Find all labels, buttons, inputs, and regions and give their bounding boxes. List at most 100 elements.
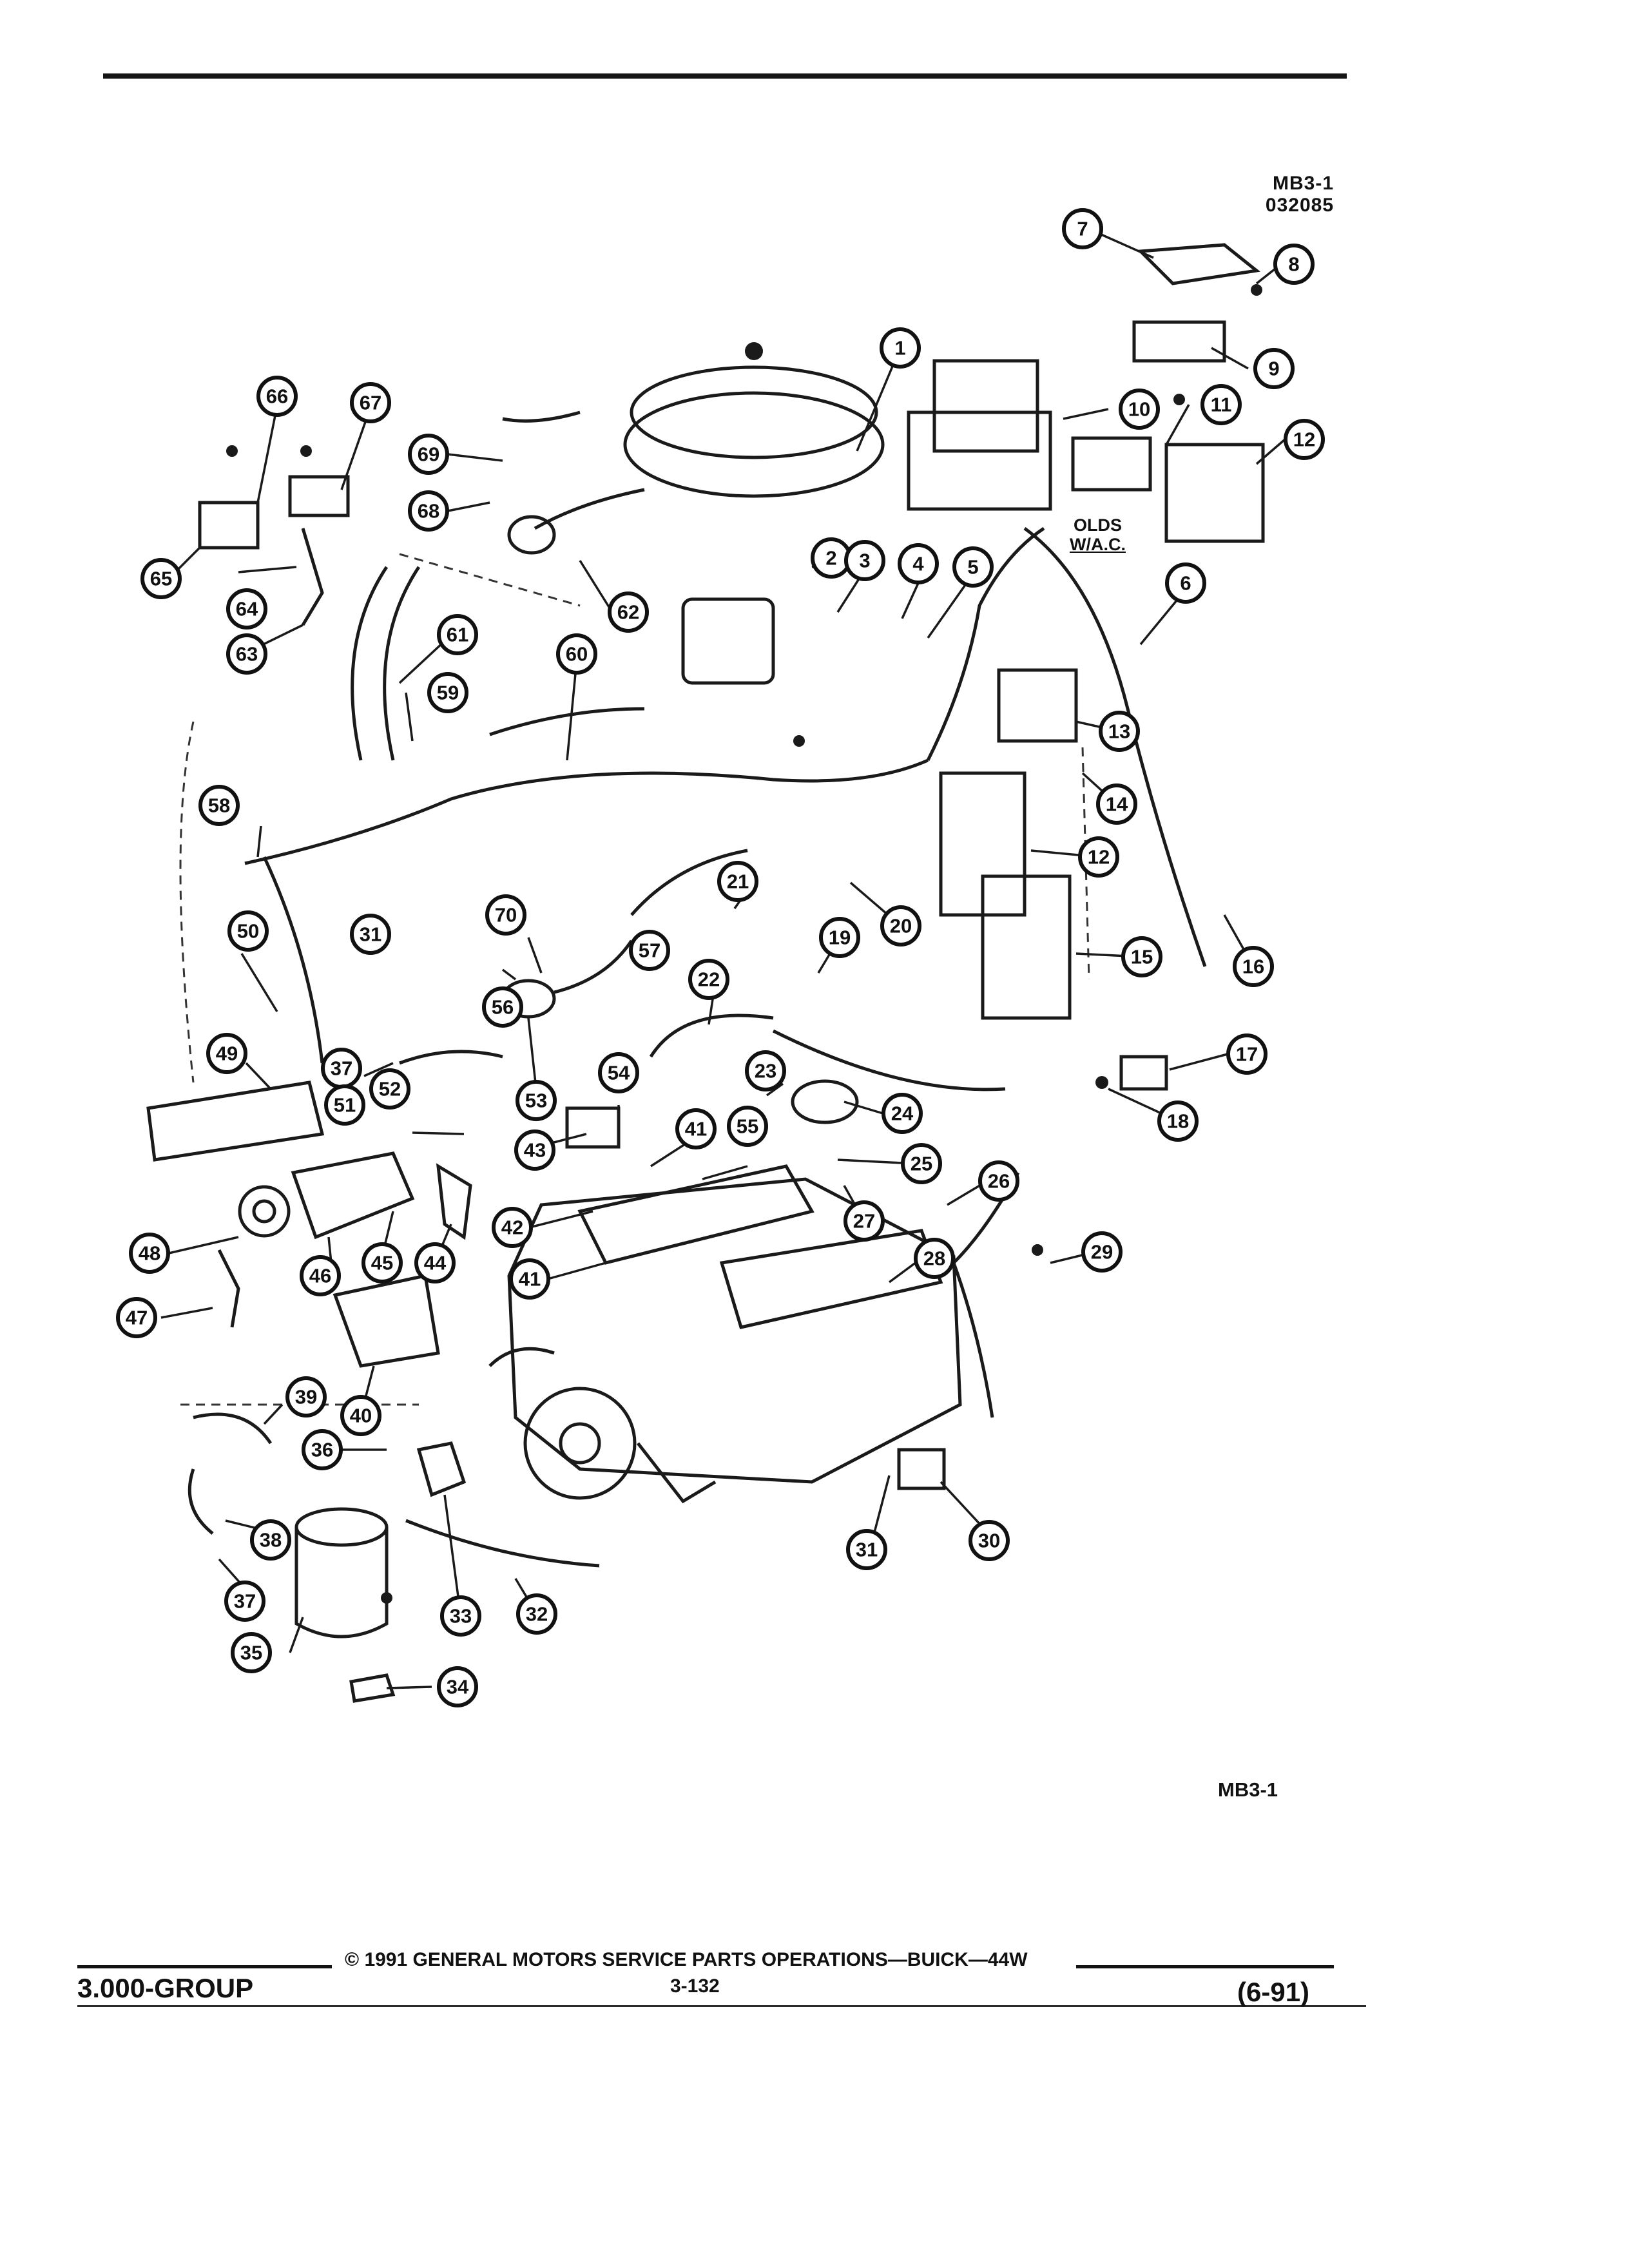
- evap-canister: [294, 1527, 389, 1639]
- oil-filter-adapter: [637, 1442, 717, 1504]
- svg-text:63: 63: [236, 643, 258, 666]
- callout-41-lower: 41: [509, 1258, 550, 1300]
- callout-21: 21: [717, 861, 758, 902]
- callout-40: 40: [340, 1395, 381, 1436]
- relay-upper-left: [288, 475, 350, 517]
- hose-22: [649, 1014, 774, 1058]
- bolt-harness: [793, 735, 805, 747]
- callout-57: 57: [629, 930, 670, 971]
- svg-text:50: 50: [237, 920, 259, 943]
- svg-text:27: 27: [853, 1210, 875, 1233]
- vacuum-hose-31: [262, 856, 324, 1064]
- svg-text:38: 38: [260, 1529, 282, 1552]
- callout-20: 20: [880, 905, 921, 947]
- snorkel-opening: [507, 515, 556, 555]
- callout-51: 51: [324, 1084, 365, 1126]
- callout-31-lower: 31: [846, 1529, 887, 1570]
- callout-38: 38: [250, 1519, 291, 1561]
- bolt-67: [300, 445, 312, 457]
- svg-text:45: 45: [371, 1252, 393, 1274]
- clip-34: [349, 1673, 396, 1703]
- pulley-hub: [252, 1199, 276, 1224]
- callout-2: 2: [811, 537, 852, 579]
- module-harness-connector: [997, 668, 1078, 743]
- air-cleaner-snorkel: [534, 488, 645, 530]
- callout-32: 32: [516, 1593, 557, 1635]
- solenoid-53: [565, 1106, 621, 1149]
- flex-duct-outer: [383, 566, 421, 761]
- svg-text:26: 26: [988, 1170, 1010, 1193]
- valve-cover: [719, 1229, 943, 1329]
- harness-lead-6: [1023, 526, 1207, 967]
- svg-text:22: 22: [698, 968, 720, 991]
- callout-39: 39: [285, 1376, 327, 1418]
- svg-text:28: 28: [923, 1247, 945, 1270]
- svg-text:37: 37: [234, 1590, 256, 1613]
- callout-23: 23: [745, 1050, 786, 1091]
- callout-45: 45: [361, 1242, 403, 1283]
- callout-41-upper: 41: [675, 1108, 717, 1149]
- svg-text:9: 9: [1268, 358, 1279, 380]
- figure-label: MB3-1: [1218, 1778, 1278, 1801]
- svg-text:48: 48: [139, 1242, 160, 1265]
- svg-text:30: 30: [978, 1530, 1000, 1552]
- svg-text:70: 70: [495, 904, 517, 927]
- callout-50: 50: [227, 910, 269, 952]
- callout-52: 52: [369, 1068, 410, 1110]
- svg-text:60: 60: [566, 643, 588, 666]
- wiring-harness-lower: [630, 849, 748, 916]
- egr-valve: [791, 1079, 859, 1124]
- callout-64: 64: [226, 588, 267, 629]
- leader-lines: [160, 231, 1286, 1689]
- svg-text:12: 12: [1293, 428, 1315, 451]
- footer-rule-left: [77, 1965, 332, 1968]
- control-module-upper: [907, 410, 1052, 511]
- svg-text:29: 29: [1091, 1241, 1113, 1264]
- wiring-harness-upper: [489, 707, 645, 736]
- pump-mount: [333, 1274, 440, 1368]
- control-module-grid: [932, 359, 1039, 453]
- svg-text:49: 49: [216, 1043, 238, 1065]
- callout-25: 25: [901, 1143, 942, 1184]
- ref-code: MB3-1: [1272, 173, 1334, 194]
- callout-55: 55: [727, 1106, 768, 1147]
- callout-70: 70: [485, 894, 526, 936]
- svg-text:4: 4: [912, 553, 924, 575]
- intake-manifold: [577, 1164, 815, 1265]
- top-rule: [103, 73, 1347, 79]
- svg-text:44: 44: [424, 1252, 447, 1274]
- callout-59: 59: [427, 672, 468, 713]
- svg-text:62: 62: [617, 601, 639, 624]
- svg-text:36: 36: [311, 1439, 333, 1461]
- svg-text:21: 21: [727, 870, 749, 893]
- svg-text:20: 20: [890, 915, 912, 937]
- callout-44: 44: [414, 1242, 456, 1283]
- svg-text:17: 17: [1236, 1043, 1258, 1066]
- callout-53: 53: [516, 1080, 557, 1121]
- balancer-hub: [559, 1422, 601, 1465]
- callout-35: 35: [231, 1632, 272, 1673]
- svg-text:32: 32: [526, 1603, 548, 1626]
- footer-rule-right: [1076, 1965, 1334, 1968]
- callout-61: 61: [437, 614, 478, 655]
- callout-54: 54: [598, 1052, 639, 1093]
- bolt-8: [1251, 284, 1262, 296]
- hose-26: [952, 1171, 1020, 1418]
- callout-28: 28: [914, 1238, 955, 1279]
- callout-56: 56: [482, 986, 523, 1028]
- svg-text:58: 58: [208, 794, 230, 817]
- olds-ac-note: OLDS W/A.C.: [1070, 515, 1126, 554]
- olds-note-line2: W/A.C.: [1070, 535, 1126, 554]
- callout-16: 16: [1233, 946, 1274, 987]
- callout-37-upper: 37: [321, 1048, 362, 1089]
- footer-copyright: © 1991 GENERAL MOTORS SERVICE PARTS OPER…: [345, 1949, 1028, 1970]
- svg-text:5: 5: [967, 556, 978, 579]
- svg-text:55: 55: [737, 1115, 758, 1138]
- svg-text:39: 39: [295, 1386, 317, 1408]
- callout-63: 63: [226, 633, 267, 675]
- bolt-29: [1032, 1244, 1043, 1256]
- callout-49: 49: [206, 1033, 247, 1074]
- svg-text:16: 16: [1242, 956, 1264, 978]
- callout-14: 14: [1096, 783, 1137, 825]
- callout-29: 29: [1081, 1231, 1123, 1273]
